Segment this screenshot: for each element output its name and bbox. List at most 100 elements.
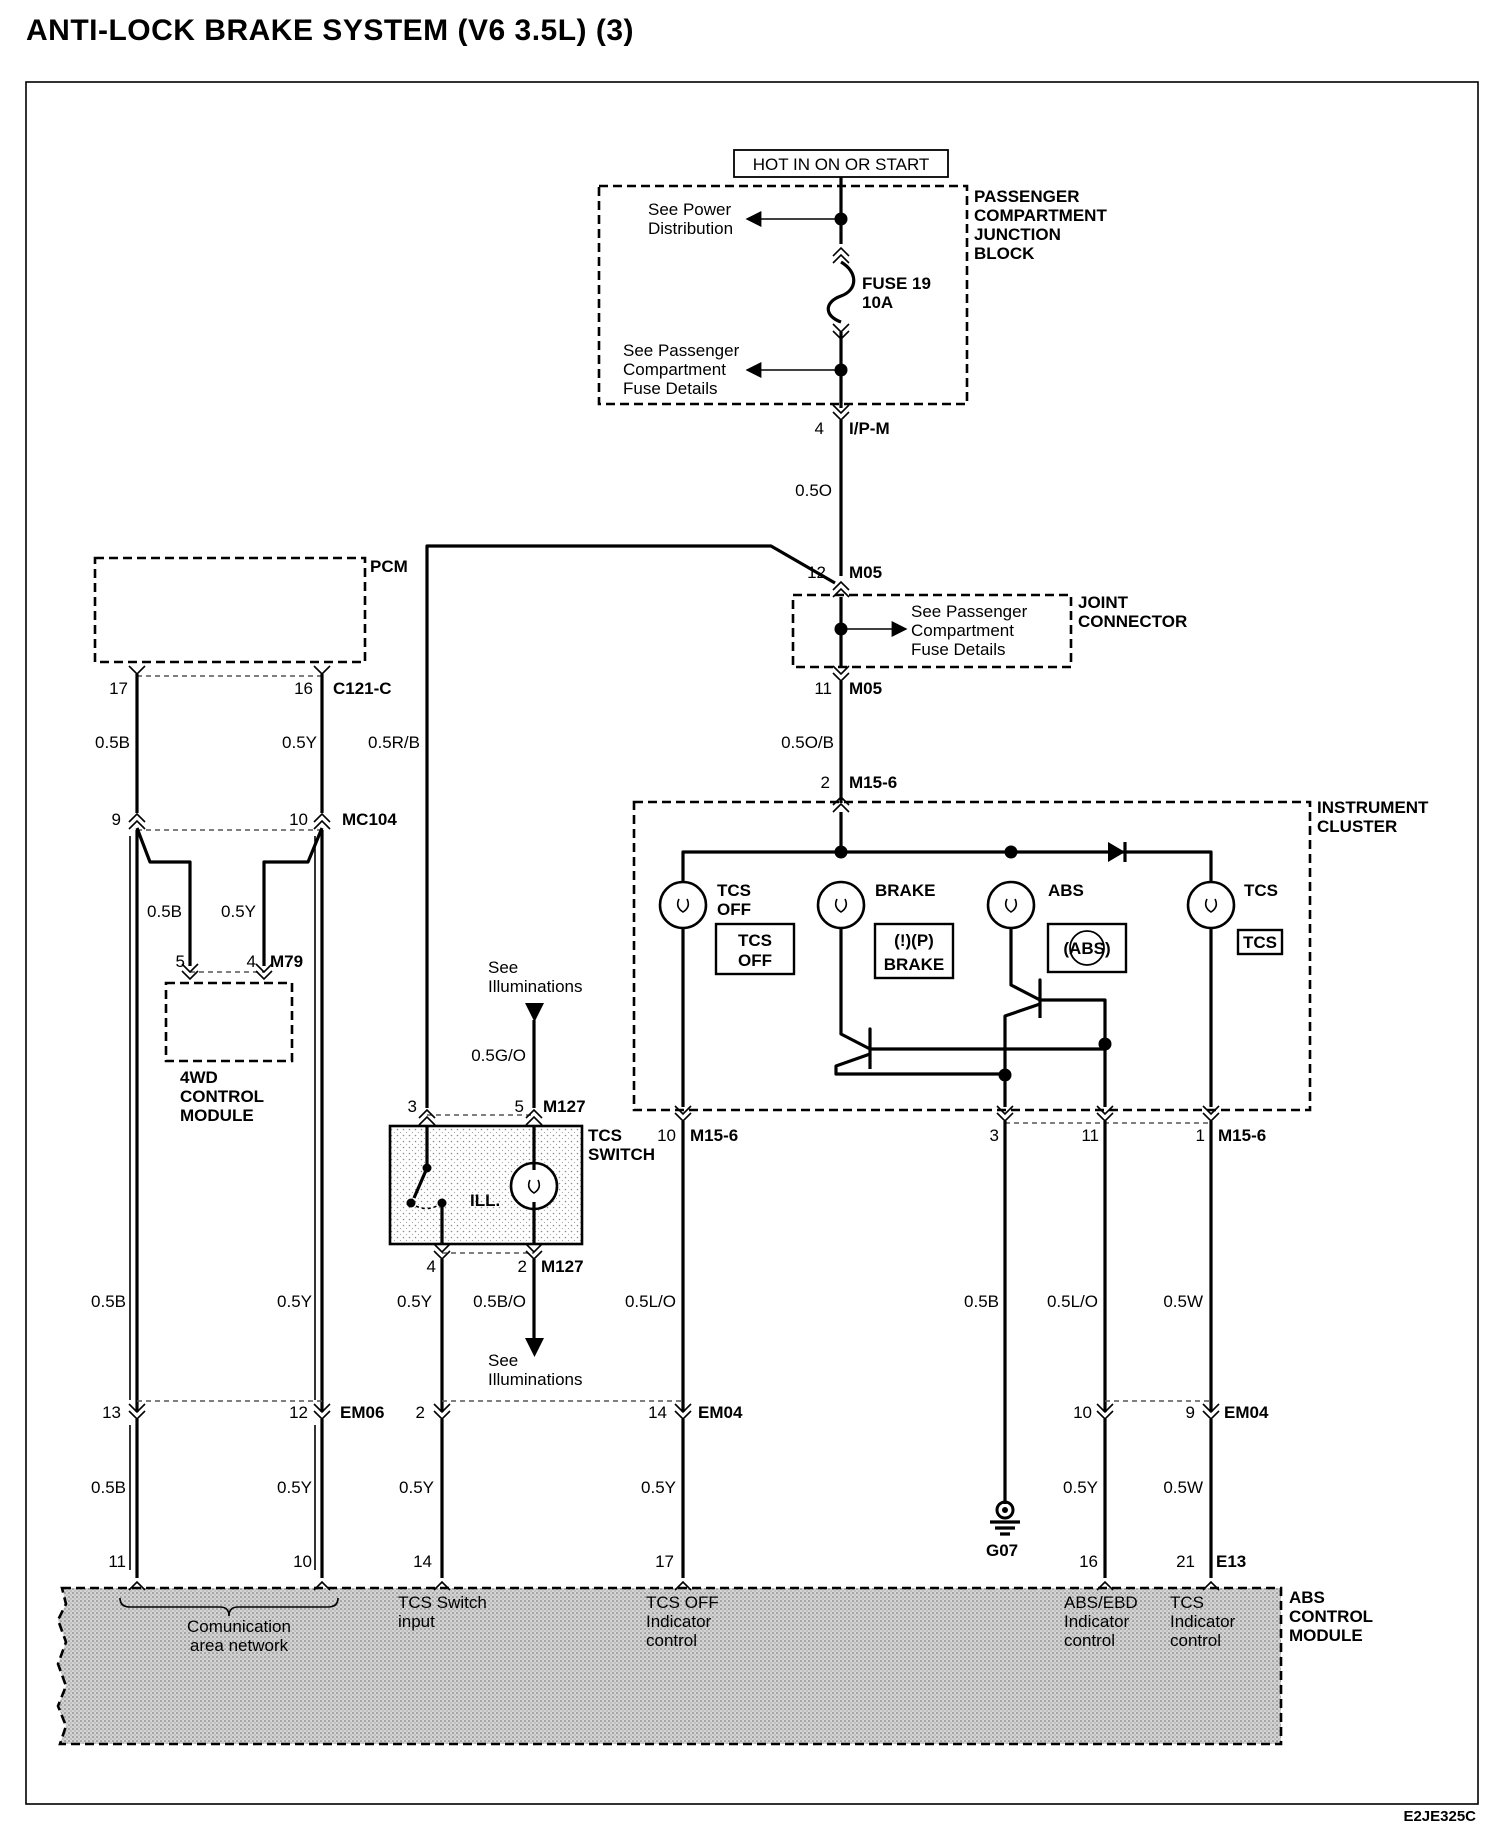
ground-label: G07 bbox=[986, 1541, 1018, 1560]
tcs-switch-name-2: SWITCH bbox=[588, 1145, 655, 1164]
conn-mc104: MC104 bbox=[342, 810, 397, 829]
lamp-tcs-off bbox=[658, 880, 708, 930]
lamp-tcs bbox=[1186, 880, 1236, 930]
connector-c121c bbox=[128, 665, 331, 676]
pin-mc104-y: 10 bbox=[289, 810, 308, 829]
conn-m127-top: M127 bbox=[543, 1097, 586, 1116]
junction-block-name-3: JUNCTION bbox=[974, 225, 1061, 244]
abs-can-2: area network bbox=[190, 1636, 289, 1655]
wire-label: 0.5L/O bbox=[1047, 1292, 1098, 1311]
pin-m15-10: 10 bbox=[657, 1126, 676, 1145]
lamp-tcs-off-2: OFF bbox=[717, 900, 751, 919]
instrument-cluster: INSTRUMENT CLUSTER bbox=[632, 798, 1429, 1112]
indicator-brake: (!)(P) BRAKE bbox=[873, 922, 955, 980]
arrow-illum-in bbox=[525, 1003, 544, 1022]
wire-label: 0.5Y bbox=[277, 1478, 312, 1497]
pin-em04-9: 9 bbox=[1186, 1403, 1195, 1422]
conn-e13: E13 bbox=[1216, 1552, 1246, 1571]
page-title: ANTI-LOCK BRAKE SYSTEM (V6 3.5L) (3) bbox=[26, 14, 635, 47]
conn-m15-left: M15-6 bbox=[690, 1126, 738, 1145]
conn-em04-left: EM04 bbox=[698, 1403, 743, 1422]
lamp-tcs-off-1: TCS bbox=[717, 881, 751, 900]
conn-m15-right: M15-6 bbox=[1218, 1126, 1266, 1145]
4wd-control-module: 4WD CONTROL MODULE bbox=[164, 981, 294, 1125]
wire-trans-base bbox=[870, 998, 1107, 1107]
connector-mc104 bbox=[128, 812, 331, 830]
wire-label: 0.5O/B bbox=[781, 733, 834, 752]
pin-m127-2: 2 bbox=[518, 1257, 527, 1276]
joint-see-2: Compartment bbox=[911, 621, 1014, 640]
joint-name-2: CONNECTOR bbox=[1078, 612, 1187, 631]
pin-em06-12: 12 bbox=[289, 1403, 308, 1422]
junction-block-name-2: COMPARTMENT bbox=[974, 206, 1107, 225]
splice-dot bbox=[1098, 1037, 1112, 1051]
4wd-name-3: MODULE bbox=[180, 1106, 254, 1125]
pin-e13-10: 10 bbox=[293, 1552, 312, 1571]
splice-dot bbox=[998, 1068, 1012, 1082]
indicator-tcs: TCS bbox=[1236, 928, 1284, 956]
connector-m127-top bbox=[418, 1108, 543, 1126]
abs-tcs-ind-2: Indicator bbox=[1170, 1612, 1236, 1631]
wire-label: 0.5Y bbox=[399, 1478, 434, 1497]
abs-tcs-ind-3: control bbox=[1170, 1631, 1221, 1650]
wire-4wd-b bbox=[135, 827, 192, 966]
see-power-2: Distribution bbox=[648, 219, 733, 238]
connector-e13 bbox=[128, 1580, 1220, 1591]
junction-block: PASSENGER COMPARTMENT JUNCTION BLOCK bbox=[597, 184, 1107, 406]
tcs-switch-name-1: TCS bbox=[588, 1126, 622, 1145]
pin-mc104-b: 9 bbox=[112, 810, 121, 829]
connector-m15-bot bbox=[674, 1105, 1220, 1123]
conn-m15-top: M15-6 bbox=[849, 773, 897, 792]
pin-pcm-y: 16 bbox=[294, 679, 313, 698]
pin-em04-10: 10 bbox=[1073, 1403, 1092, 1422]
pin-m79-b: 5 bbox=[176, 952, 185, 971]
can-bracket bbox=[119, 1597, 339, 1617]
joint-connector: JOINT CONNECTOR bbox=[791, 593, 1187, 669]
pin-m127-5: 5 bbox=[515, 1097, 524, 1116]
wire-label: 0.5B bbox=[964, 1292, 999, 1311]
wire-label: 0.5Y bbox=[282, 733, 317, 752]
ind-tcs-off-2: OFF bbox=[738, 951, 772, 970]
junction-block-name-4: BLOCK bbox=[974, 244, 1035, 263]
wire-label: 0.5L/O bbox=[625, 1292, 676, 1311]
pin-pcm-b: 17 bbox=[109, 679, 128, 698]
abs-name-2: CONTROL bbox=[1289, 1607, 1373, 1626]
wire-label: 0.5W bbox=[1163, 1292, 1203, 1311]
conn-m05-2: M05 bbox=[849, 679, 882, 698]
hot-label-box: HOT IN ON OR START bbox=[733, 149, 949, 178]
pin-m05-in: 12 bbox=[807, 563, 826, 582]
diode bbox=[1108, 842, 1125, 862]
abs-ebd-2: Indicator bbox=[1064, 1612, 1130, 1631]
see-illum-top-1: See bbox=[488, 958, 518, 977]
abs-name-3: MODULE bbox=[1289, 1626, 1363, 1645]
see-illum-bot-1: See bbox=[488, 1351, 518, 1370]
splice-dot bbox=[1004, 845, 1018, 859]
conn-m79: M79 bbox=[270, 952, 303, 971]
see-fuse-3: Fuse Details bbox=[623, 379, 717, 398]
see-fuse-2: Compartment bbox=[623, 360, 726, 379]
conn-ipm: I/P-M bbox=[849, 419, 890, 438]
wire-brake-trans-e bbox=[834, 1052, 1007, 1081]
pin-m15-11: 11 bbox=[1081, 1126, 1099, 1145]
joint-see-3: Fuse Details bbox=[911, 640, 1005, 659]
splice-dot bbox=[834, 845, 848, 859]
indicator-tcs-off: TCS OFF bbox=[714, 922, 796, 976]
connector-em04 bbox=[433, 1403, 1220, 1421]
conn-em04-right: EM04 bbox=[1224, 1403, 1269, 1422]
joint-see-1: See Passenger bbox=[911, 602, 1028, 621]
pin-ipm: 4 bbox=[815, 419, 824, 438]
wire-label: 0.5B/O bbox=[473, 1292, 526, 1311]
see-illum-bot-2: Illuminations bbox=[488, 1370, 583, 1389]
pin-m79-y: 4 bbox=[247, 952, 256, 971]
4wd-name-2: CONTROL bbox=[180, 1087, 264, 1106]
see-fuse-1: See Passenger bbox=[623, 341, 740, 360]
pcm-name: PCM bbox=[370, 557, 408, 576]
fuse-label-2: 10A bbox=[862, 293, 893, 312]
pin-em04-2: 2 bbox=[416, 1403, 425, 1422]
conn-em06: EM06 bbox=[340, 1403, 384, 1422]
connector-m79 bbox=[181, 963, 273, 981]
junction-block-name-1: PASSENGER bbox=[974, 187, 1080, 206]
pin-e13-16: 16 bbox=[1079, 1552, 1098, 1571]
wire-4wd-y bbox=[262, 827, 324, 966]
